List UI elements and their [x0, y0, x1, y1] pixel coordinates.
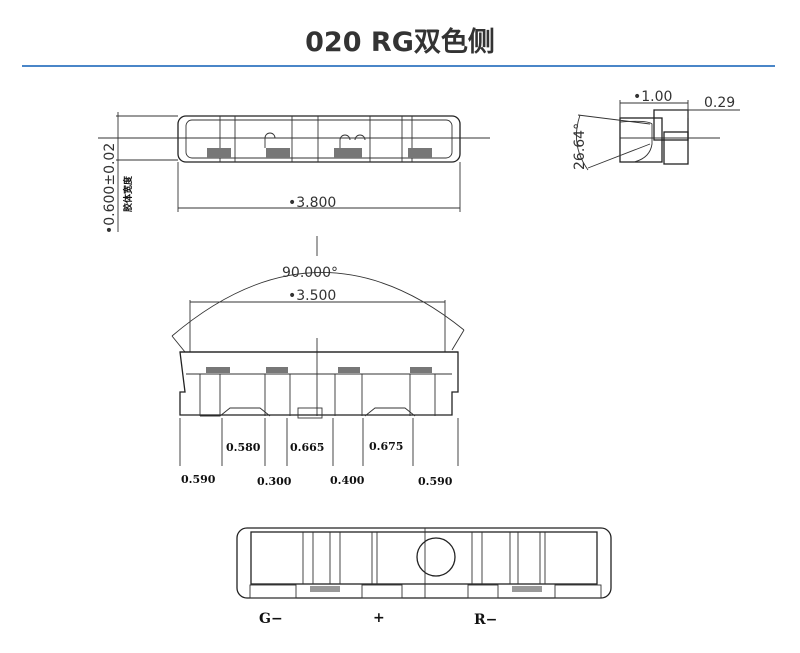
dim-0400: 0.400 [330, 474, 365, 487]
pin-label-plus: + [373, 610, 385, 626]
top-view: •3.800 •0.600±0.02 胶体宽度 [98, 112, 490, 234]
top-length-dim: •3.800 [288, 195, 336, 211]
side-offset-dim: 0.29 [704, 95, 735, 111]
dim-0590-right: 0.590 [418, 475, 453, 488]
dim-0300: 0.300 [257, 475, 292, 488]
dim-0580: 0.580 [226, 441, 261, 454]
dim-0665: 0.665 [290, 441, 324, 454]
top-height-dim: •0.600±0.02 [102, 143, 118, 234]
top-height-note: 胶体宽度 [122, 175, 134, 212]
pin-label-g-minus: G− [259, 611, 283, 627]
front-angle-dim: 90.000° [282, 265, 338, 281]
side-angle-dim: 26.64° [572, 123, 588, 170]
front-width-dim: •3.500 [288, 288, 336, 304]
dim-0675: 0.675 [369, 440, 403, 453]
dim-0590-left: 0.590 [181, 473, 216, 486]
side-view: •1.00 0.29 26.64° [572, 89, 740, 171]
bottom-view: G− + R− [236, 527, 612, 628]
front-view: 90.000° •3.500 0.580 0.665 0.675 0.590 0… [171, 236, 465, 488]
side-depth-dim: •1.00 [633, 89, 672, 105]
title-divider [22, 65, 775, 67]
pin-label-r-minus: R− [474, 612, 497, 628]
page-title: 020 RG双色侧 [305, 27, 495, 58]
